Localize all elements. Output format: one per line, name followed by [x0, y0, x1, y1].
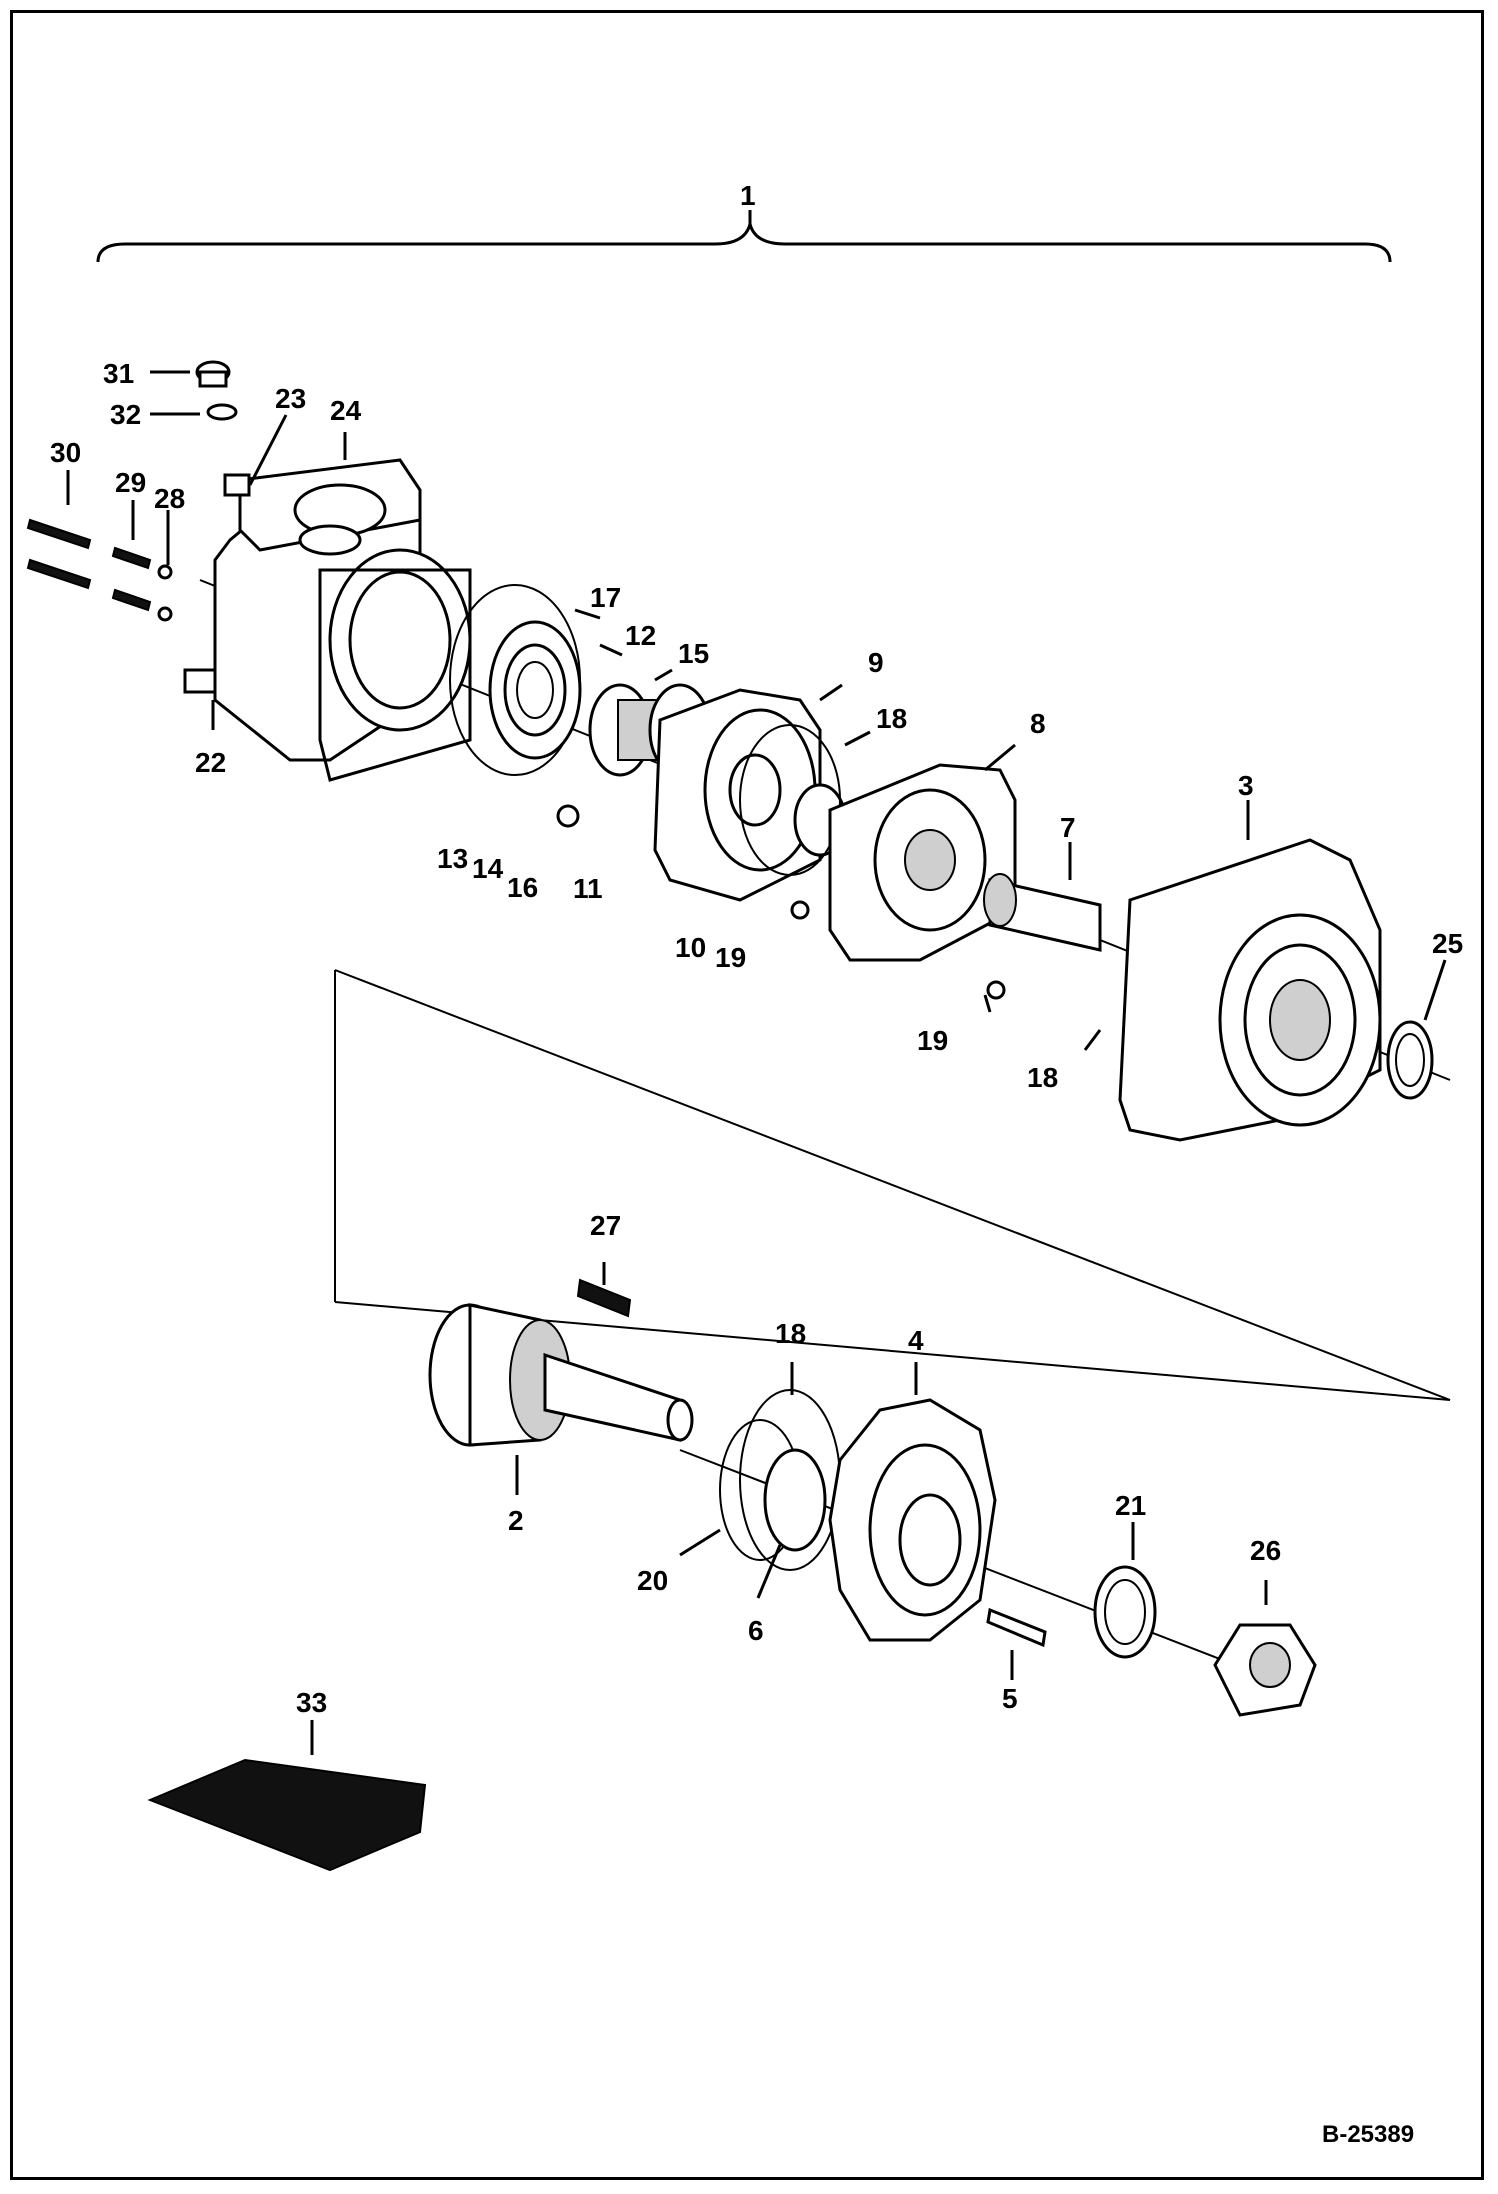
part-30-bolts	[26, 518, 92, 590]
part-31-plug	[195, 360, 231, 388]
callout-18-b: 18	[1027, 1062, 1058, 1093]
part-23-fitting	[223, 473, 251, 497]
part-9-plate	[653, 688, 822, 902]
callout-23: 23	[275, 383, 306, 414]
part-18-seal-upper	[739, 724, 841, 876]
part-29-springs	[111, 546, 152, 612]
callout-24: 24	[330, 395, 362, 426]
callout-16: 16	[507, 872, 538, 903]
callout-31: 31	[103, 358, 134, 389]
part-5-stud	[986, 1607, 1047, 1648]
part-12-bearing	[488, 620, 582, 760]
callout-21: 21	[1115, 1490, 1146, 1521]
leader-lines	[66, 370, 1447, 1755]
assembly-brace	[96, 223, 1392, 263]
callout-3: 3	[1238, 770, 1254, 801]
part-32-washer	[206, 403, 238, 421]
callout-5: 5	[1002, 1683, 1018, 1714]
connector-line-top	[334, 969, 1451, 1401]
callout-19-a: 19	[715, 942, 746, 973]
callout-13: 13	[437, 843, 468, 874]
callout-22: 22	[195, 747, 226, 778]
callout-33: 33	[296, 1687, 327, 1718]
callout-6: 6	[748, 1615, 764, 1646]
part-24-housing	[213, 458, 472, 782]
callout-14: 14	[472, 853, 504, 884]
callout-20: 20	[637, 1565, 668, 1596]
part-6-seal	[763, 1448, 827, 1552]
callout-30: 30	[50, 437, 81, 468]
callout-11: 11	[573, 873, 603, 904]
callout-2: 2	[508, 1505, 524, 1536]
part-4-hub	[828, 1398, 997, 1642]
part-28-balls	[157, 564, 173, 622]
callout-27: 27	[590, 1210, 621, 1241]
part-25-seal	[1386, 1020, 1434, 1100]
callout-18-a: 18	[876, 703, 907, 734]
part-33-decal	[147, 1758, 427, 1872]
part-19-seal-a	[790, 900, 810, 920]
part-19-seal-b	[986, 980, 1006, 1000]
callout-28: 28	[154, 483, 185, 514]
part-8-housing	[828, 763, 1017, 962]
part-22-fitting	[183, 668, 217, 694]
callout-26: 26	[1250, 1535, 1281, 1566]
callout-10: 10	[675, 932, 706, 963]
callout-8: 8	[1030, 708, 1046, 739]
callout-12: 12	[625, 620, 656, 651]
part-26-nut	[1213, 1623, 1317, 1717]
part-27-key	[576, 1278, 632, 1318]
callout-labels: 1 2 3 4 5 6 7 8 9 10 11 12 13 14 15 16 1…	[50, 180, 1463, 1718]
part-2-axle-shaft	[428, 1303, 694, 1447]
callout-18-c: 18	[775, 1318, 806, 1349]
part-16-seal	[556, 804, 580, 828]
callout-4: 4	[908, 1325, 924, 1356]
callout-1: 1	[740, 180, 756, 211]
callout-19-b: 19	[917, 1025, 948, 1056]
part-3-motor-housing	[1118, 838, 1382, 1142]
part-21-ring	[1093, 1565, 1157, 1659]
part-7-shaft	[983, 873, 1102, 952]
callout-7: 7	[1060, 812, 1076, 843]
callout-25: 25	[1432, 928, 1463, 959]
callout-15: 15	[678, 638, 709, 669]
callout-32: 32	[110, 399, 141, 430]
callout-17: 17	[590, 582, 621, 613]
drawing-id: B-25389	[1322, 2121, 1414, 2148]
callout-29: 29	[115, 467, 146, 498]
callout-9: 9	[868, 647, 884, 678]
